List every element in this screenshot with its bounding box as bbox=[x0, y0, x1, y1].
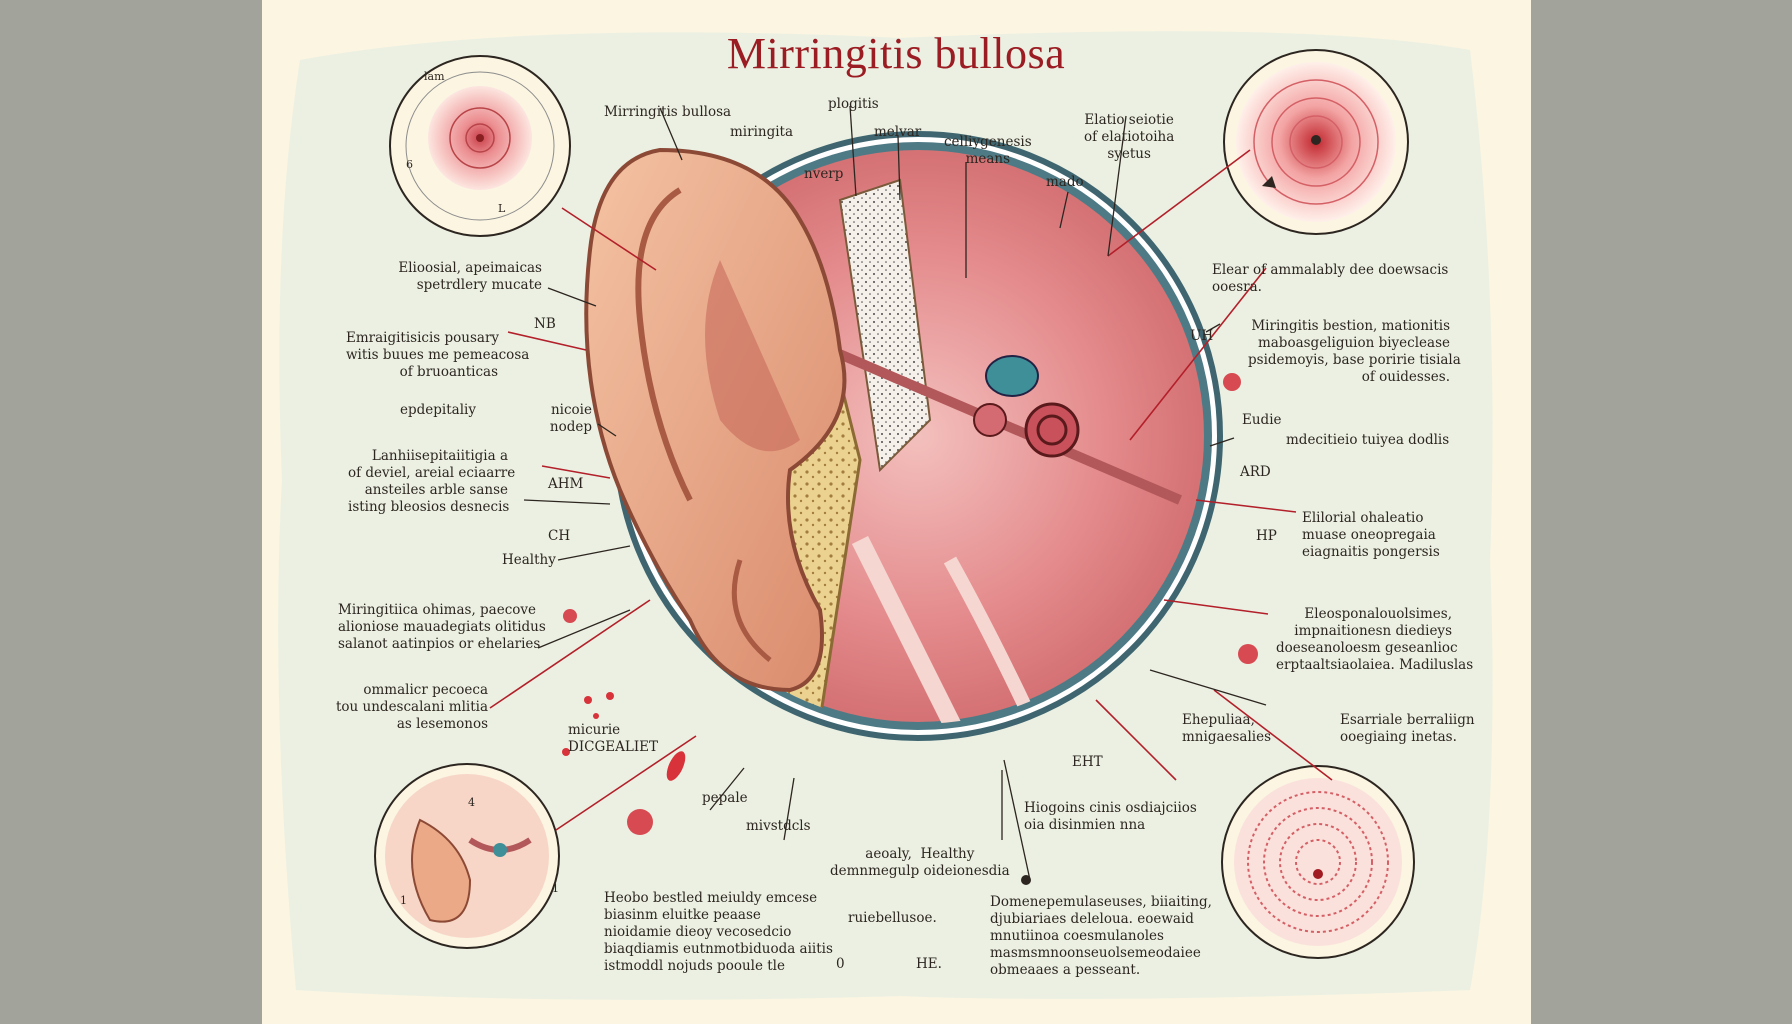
right-margin bbox=[1531, 0, 1792, 1024]
label-left-10: Miringitiica ohimas, paecove alioniose m… bbox=[338, 602, 546, 652]
label-left-6: Lanhiisepitaiitigia a of deviel, areial … bbox=[348, 448, 516, 515]
label-left-11: ommalicr pecoeca tou undescalani mlitia … bbox=[336, 682, 488, 732]
inset-top-left bbox=[389, 55, 571, 237]
label-right-2: UH bbox=[1190, 328, 1214, 344]
label-bottom-2: mivstdcls bbox=[746, 818, 811, 834]
label-left-12: micurie DICGEALIET bbox=[568, 722, 659, 755]
auricle-outline bbox=[584, 147, 847, 693]
inset-label-bl-2: 4 bbox=[468, 796, 475, 809]
virus-icon bbox=[563, 373, 1258, 835]
arrow-icon bbox=[1262, 176, 1276, 188]
label-left-7: AHM bbox=[548, 476, 584, 492]
label-top-7: mado bbox=[1046, 174, 1084, 190]
inset-label-bl-1: 1 bbox=[400, 894, 407, 907]
cochlea-spiral bbox=[1036, 414, 1068, 446]
label-left-2: NB bbox=[534, 316, 556, 332]
label-left-3: Emraigitisicis pousary witis buues me pe… bbox=[346, 330, 530, 380]
label-left-1: Elioosial, apeimaicas spetrdlery mucate bbox=[398, 260, 542, 293]
label-left-9: Healthy bbox=[502, 552, 556, 568]
label-bottom-7: HE. bbox=[916, 956, 942, 972]
label-right-1: Elear of ammalably dee doewsacis ooesra. bbox=[1212, 262, 1449, 295]
cochlea bbox=[1024, 402, 1080, 458]
label-left-5: nicoie nodep bbox=[549, 402, 592, 435]
eustachian-tube bbox=[851, 535, 969, 724]
inset-bottom-left bbox=[374, 763, 560, 949]
label-top-6: celliygenesis means bbox=[944, 134, 1032, 167]
inset-label-tl-1: lam bbox=[424, 70, 445, 83]
inset-label-tl-2: 6 bbox=[406, 158, 413, 171]
inset-top-right bbox=[1223, 49, 1409, 235]
tube-fold bbox=[943, 556, 1057, 724]
label-right-10: Ehepuliaa, mnigaesalies bbox=[1182, 712, 1272, 745]
ossicle-malleus bbox=[973, 403, 1007, 437]
label-bottom-9: EHT bbox=[1072, 754, 1103, 770]
earlobe-fold bbox=[731, 559, 772, 662]
inset-label-tl-3: L bbox=[498, 202, 506, 215]
blood-drop-icon bbox=[562, 692, 1031, 885]
label-top-2: plogitis bbox=[828, 96, 879, 112]
label-bottom-3: Heobo bestled meiuldy emcese biasinm elu… bbox=[604, 890, 833, 974]
label-right-3: Miringitis bestion, mationitis maboasgel… bbox=[1248, 318, 1461, 385]
label-left-4: epdepitaliy bbox=[400, 402, 476, 418]
label-right-7: Elilorial ohaleatio muase oneopregaia ei… bbox=[1302, 510, 1440, 560]
label-right-5: mdecitieio tuiyea dodlis bbox=[1286, 432, 1450, 448]
auricle bbox=[584, 147, 847, 693]
label-right-11: Esarriale berraliign ooegiaing inetas. bbox=[1340, 712, 1475, 745]
label-bottom-5: ruiebellusoe. bbox=[848, 910, 937, 926]
label-right-9: Eleosponalouolsimes, impnaitionesn diedi… bbox=[1276, 606, 1474, 673]
leader-lines-dark bbox=[523, 105, 1267, 881]
label-top-1: Mirringitis bullosa bbox=[604, 104, 732, 120]
inset-bottom-right bbox=[1221, 765, 1415, 959]
label-left-8: CH bbox=[548, 528, 571, 544]
label-bottom-1: pepale bbox=[702, 790, 748, 806]
label-top-8: Elatio seiotie of elatiotoiha syetus bbox=[1084, 112, 1175, 162]
label-right-8: HP bbox=[1256, 528, 1277, 544]
label-top-5: nverp bbox=[804, 166, 844, 182]
mastoid-cells bbox=[838, 178, 932, 473]
label-right-4: Eudie bbox=[1242, 412, 1282, 428]
label-bottom-4: aeoaly, Healthy demnmegulp oideionesdia bbox=[830, 846, 1010, 879]
left-margin bbox=[0, 0, 262, 1024]
label-top-3: miringita bbox=[730, 124, 794, 140]
ossicle-incus bbox=[985, 355, 1039, 397]
label-top-4: melvar bbox=[874, 124, 922, 140]
diagram-title: Mirringitis bullosa bbox=[726, 29, 1066, 78]
label-right-6: ARD bbox=[1240, 464, 1271, 480]
concha bbox=[705, 260, 800, 452]
label-bottom-10: Domenepemulaseuses, biiaiting, djubiaria… bbox=[990, 894, 1212, 978]
label-bottom-6: 0 bbox=[836, 956, 845, 972]
leader-lines-red bbox=[489, 149, 1333, 831]
label-bottom-8: Hiogoins cinis osdiajciios oia disinmien… bbox=[1024, 800, 1197, 833]
inset-label-bl-3: 1 bbox=[552, 882, 559, 895]
helix-fold bbox=[635, 187, 693, 502]
